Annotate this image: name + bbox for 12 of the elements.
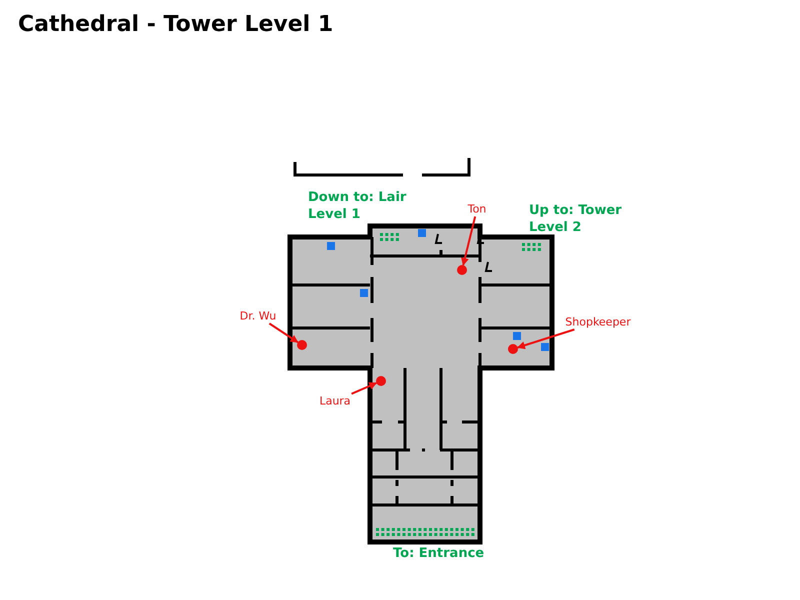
character-name: Laura (319, 394, 351, 408)
character-name: Dr. Wu (240, 310, 276, 322)
map-title: Cathedral - Tower Level 1 (18, 12, 334, 37)
leader-arrow (461, 216, 476, 266)
exit-label: Up to: Tower Level 2 (529, 202, 623, 236)
leader-arrow (351, 382, 378, 395)
exit-label: Down to: Lair Level 1 (308, 189, 408, 223)
character-name: Ton (468, 202, 486, 216)
leader-arrow (517, 328, 575, 350)
exit-label: To: Entrance (393, 545, 486, 562)
character-name: Shopkeeper (565, 316, 631, 328)
leader-arrow (268, 322, 298, 344)
